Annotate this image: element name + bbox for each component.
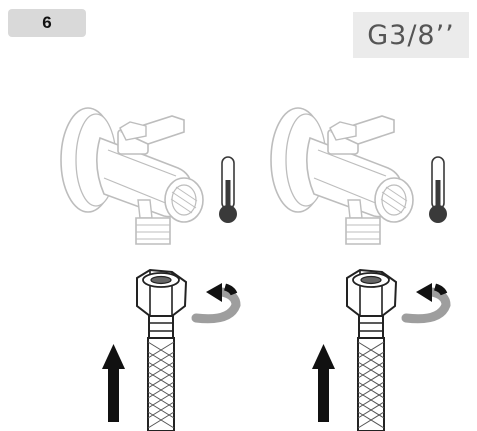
up-arrow-icon-left <box>102 344 125 422</box>
rotate-arrow-icon-right <box>406 283 446 319</box>
thermometer-icon-right <box>428 156 448 224</box>
braided-hose-right <box>346 269 397 431</box>
angle-valve-left <box>60 107 204 245</box>
thread-size-text: G3/8’’ <box>367 19 455 51</box>
rotate-arrow-icon-left <box>196 283 236 319</box>
step-number: 6 <box>42 13 52 32</box>
thread-size-label: G3/8’’ <box>353 12 469 58</box>
braided-hose-left <box>136 269 187 431</box>
up-arrow-icon-right <box>312 344 335 422</box>
step-number-badge: 6 <box>8 9 86 37</box>
thermometer-icon-left <box>218 156 238 224</box>
angle-valve-right <box>270 107 414 245</box>
